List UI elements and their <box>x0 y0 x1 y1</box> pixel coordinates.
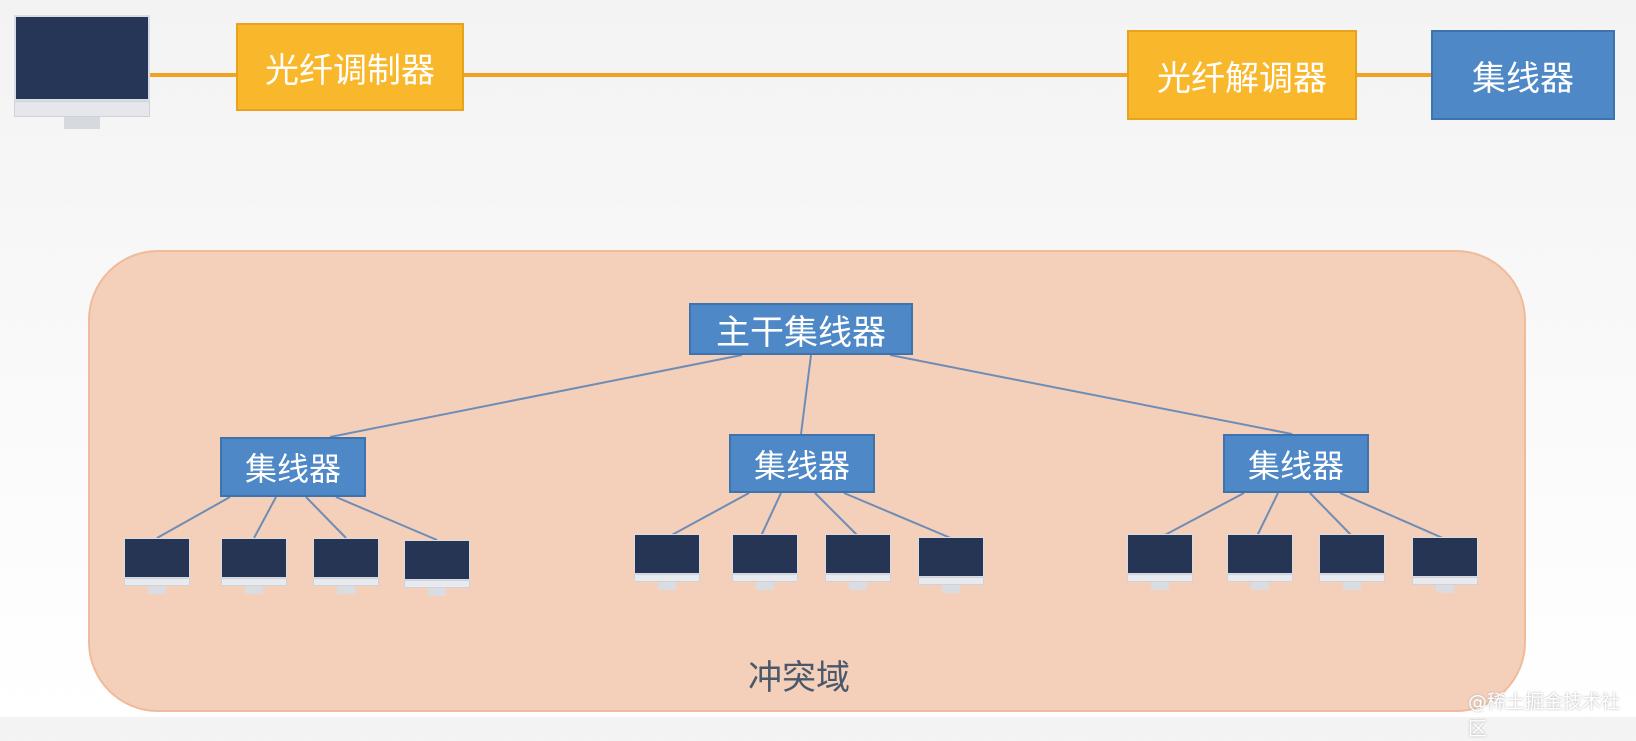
monitor-icon <box>313 538 379 596</box>
hub-box-middle: 集线器 <box>729 434 875 493</box>
monitor-icon <box>404 540 470 598</box>
monitor-icon <box>1319 534 1385 592</box>
monitor-icon <box>634 534 700 592</box>
connection-lines <box>150 73 1431 77</box>
demodulator-label: 光纤解调器 <box>1157 58 1327 99</box>
hub-box-left: 集线器 <box>220 437 366 497</box>
monitor-icon <box>14 15 150 133</box>
hub-box-right: 集线器 <box>1223 434 1369 493</box>
main-hub-box: 主干集线器 <box>689 303 913 355</box>
hub-label: 集线器 <box>1472 58 1574 99</box>
main-hub-label: 主干集线器 <box>716 312 886 353</box>
monitor-icon <box>918 537 984 595</box>
watermark: @稀土掘金技术社区 <box>1468 691 1621 740</box>
collision-domain-label: 冲突域 <box>748 658 850 698</box>
modulator-label: 光纤调制器 <box>265 50 435 91</box>
monitor-icon <box>1412 537 1478 595</box>
monitor-icon <box>221 538 287 596</box>
monitor-icon <box>825 534 891 592</box>
monitor-icon <box>1227 534 1293 592</box>
modulator-box: 光纤调制器 <box>236 23 464 111</box>
hub-label-middle: 集线器 <box>753 446 850 485</box>
monitor-icon <box>732 534 798 592</box>
hub-label-right: 集线器 <box>1247 446 1344 485</box>
monitor-icon <box>1127 534 1193 592</box>
hub-label-left: 集线器 <box>244 450 341 488</box>
hub-box: 集线器 <box>1431 30 1615 120</box>
tree-lines <box>156 354 1446 541</box>
monitor-icon <box>124 538 190 596</box>
demodulator-box: 光纤解调器 <box>1127 30 1357 120</box>
